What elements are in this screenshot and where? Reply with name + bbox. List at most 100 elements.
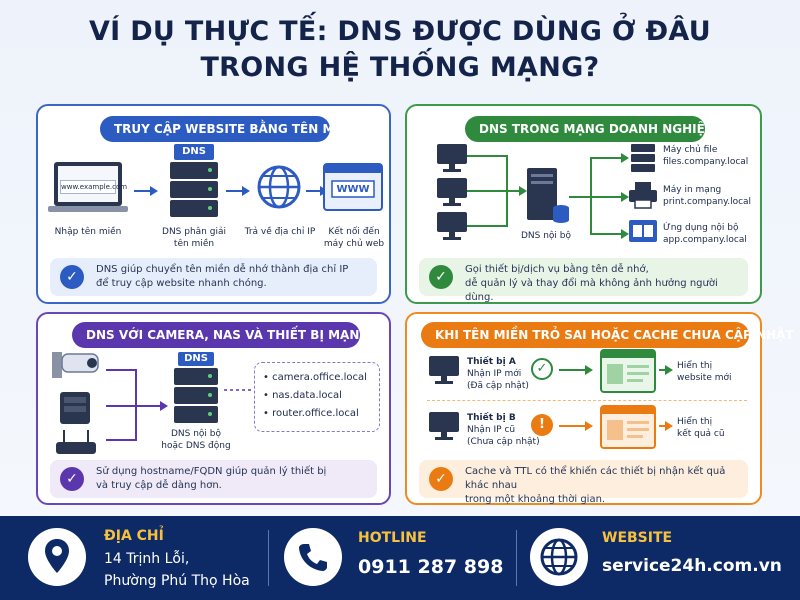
file-server-icon — [631, 144, 655, 172]
hostname-text: router.office.local — [272, 408, 359, 419]
computer-icon — [437, 144, 467, 172]
check-icon: ✓ — [60, 467, 84, 491]
nas-icon — [60, 392, 90, 424]
footer-divider — [268, 530, 269, 586]
footer: ĐỊA CHỈ 14 Trịnh Lỗi, Phường Phú Thọ Hòa… — [0, 516, 800, 600]
dns-tag: DNS — [184, 353, 208, 364]
browser-url: www.example.com — [60, 180, 127, 194]
hostname-text: camera.office.local — [272, 372, 367, 383]
note-line-2: để truy cập website nhanh chóng. — [96, 278, 267, 289]
computer-icon — [437, 178, 467, 206]
device-ip: Nhận IP cũ — [467, 425, 516, 435]
target-name: Ứng dụng nội bộ — [663, 223, 739, 233]
device-status: (Chưa cập nhật) — [467, 437, 540, 447]
note-line-2: dễ quản lý và thay đổi mà không ảnh hưởn… — [465, 278, 718, 303]
target-printer: Máy in mạng print.company.local — [663, 184, 763, 208]
connection-lines — [467, 155, 527, 227]
target-app: Ứng dụng nội bộ app.company.local — [663, 222, 763, 246]
address-line-2: Phường Phú Thọ Hòa — [104, 573, 250, 589]
step-connect-web-1: Kết nối đến — [328, 227, 380, 237]
web-window-icon — [323, 163, 383, 211]
check-icon: ✓ — [429, 467, 453, 491]
target-name: Máy in mạng — [663, 185, 722, 195]
dns-server-icon — [170, 144, 218, 217]
dns-server-icon — [174, 352, 218, 423]
panel-camera-nas: DNS VỚI CAMERA, NAS VÀ THIẾT BỊ MẠNG DNS… — [36, 312, 391, 505]
location-icon — [28, 528, 86, 586]
device-b: Thiết bị B Nhận IP cũ (Chưa cập nhật) — [467, 412, 547, 448]
target-file-server: Máy chủ file files.company.local — [663, 144, 763, 168]
step-connect-web-2: máy chủ web — [323, 239, 385, 249]
panel-title: DNS TRONG MẠNG DOANH NGHIỆP — [465, 116, 714, 142]
note-line-1: Sử dụng hostname/FQDN giúp quản lý thiết… — [96, 466, 327, 477]
result-a: Hiển thị website mới — [677, 360, 757, 384]
divider — [427, 400, 747, 401]
app-icon — [629, 220, 657, 242]
location-pin-shape — [45, 539, 69, 573]
new-website-icon — [600, 349, 656, 393]
dns-dynamic-label-1: DNS nội bộ — [170, 429, 222, 439]
panel-note: ✓ Cache và TTL có thể khiến các thiết bị… — [419, 460, 748, 505]
dashed-link — [224, 389, 252, 391]
hostname-item: • nas.data.local — [263, 390, 342, 401]
note-line-1: DNS giúp chuyển tên miền dễ nhớ thành đị… — [96, 264, 349, 275]
dns-dynamic-label-2: hoặc DNS động — [161, 441, 231, 451]
globe-icon — [530, 528, 588, 586]
title-line-2: TRONG HỆ THỐNG MẠNG? — [200, 52, 600, 83]
printer-icon — [629, 182, 657, 209]
panel-note: ✓ Gọi thiết bị/dịch vụ bằng tên dễ nhớ, … — [419, 258, 748, 303]
monitor-icon — [429, 356, 459, 384]
panel-title: TRUY CẬP WEBSITE BẰNG TÊN MIỀN — [100, 116, 357, 142]
panel-title: KHI TÊN MIỀN TRỎ SAI HOẶC CACHE CHƯA CẬP… — [421, 322, 794, 348]
arrow-right-icon — [559, 365, 593, 375]
hotline-number[interactable]: 0911 287 898 — [358, 556, 504, 578]
step-dns-resolve: DNS phân giải tên miền — [152, 226, 236, 250]
device-ip: Nhận IP mới — [467, 369, 522, 379]
check-icon: ✓ — [60, 265, 84, 289]
panel-title: DNS VỚI CAMERA, NAS VÀ THIẾT BỊ MẠNG — [72, 322, 369, 348]
title-line-1: VÍ DỤ THỰC TẾ: DNS ĐƯỢC DÙNG Ở ĐÂU — [88, 16, 712, 47]
target-name: Máy chủ file — [663, 145, 718, 155]
panel-cache-issue: KHI TÊN MIỀN TRỎ SAI HOẶC CACHE CHƯA CẬP… — [405, 312, 794, 505]
footer-divider — [516, 530, 517, 586]
target-host: files.company.local — [663, 157, 749, 167]
hotline-label: HOTLINE — [358, 530, 427, 546]
step-return-ip: Trả về địa chỉ IP — [244, 227, 316, 237]
old-website-icon — [600, 405, 656, 449]
step-connect-web: Kết nối đến máy chủ web — [318, 226, 390, 250]
router-icon — [56, 430, 96, 454]
www-label: WWW — [336, 184, 370, 195]
device-a: Thiết bị A Nhận IP mới (Đã cập nhật) — [467, 356, 547, 392]
result-line-1: Hiển thị — [677, 417, 713, 427]
camera-icon — [52, 352, 99, 378]
warning-icon: ! — [531, 414, 553, 436]
device-name: Thiết bị B — [467, 413, 516, 423]
arrow-right-icon — [659, 421, 673, 431]
hostname-text: nas.data.local — [272, 390, 342, 401]
dns-tag: DNS — [182, 146, 206, 157]
phone-icon — [284, 528, 342, 586]
hostname-item: • router.office.local — [263, 408, 359, 419]
device-status: (Đã cập nhật) — [467, 381, 529, 391]
globe-shape — [540, 538, 578, 576]
target-host: print.company.local — [663, 197, 752, 207]
page-title: VÍ DỤ THỰC TẾ: DNS ĐƯỢC DÙNG Ở ĐÂU TRONG… — [0, 14, 800, 86]
result-line-2: website mới — [677, 373, 732, 383]
step-dns-resolve-2: tên miền — [173, 239, 215, 249]
step-dns-resolve-1: DNS phân giải — [162, 227, 226, 237]
note-line-1: Gọi thiết bị/dịch vụ bằng tên dễ nhớ, — [465, 264, 649, 275]
dns-internal-label: DNS nội bộ — [520, 231, 572, 241]
address-label: ĐỊA CHỈ — [104, 528, 164, 544]
monitor-icon — [429, 412, 459, 440]
computer-icon — [437, 212, 467, 240]
arrow-right-icon — [659, 365, 673, 375]
panel-enterprise-dns: DNS TRONG MẠNG DOANH NGHIỆP DNS nội bộ — [405, 104, 762, 304]
result-b: Hiển thị kết quả cũ — [677, 416, 757, 440]
website-url[interactable]: service24h.com.vn — [602, 556, 782, 576]
check-icon: ✓ — [429, 265, 453, 289]
arrow-right-icon — [134, 186, 158, 196]
arrow-right-icon — [226, 186, 250, 196]
dns-dynamic-label: DNS nội bộ hoặc DNS động — [150, 428, 242, 452]
panel-note: ✓ Sử dụng hostname/FQDN giúp quản lý thi… — [50, 460, 377, 498]
website-label: WEBSITE — [602, 530, 673, 546]
